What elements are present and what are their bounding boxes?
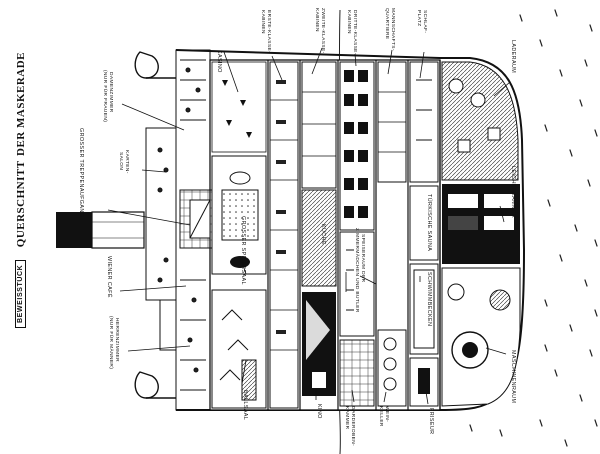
- label-garderobe-2: KAMMER: [344, 406, 350, 430]
- label-mannschaft-2: QUARTIERE: [384, 8, 390, 40]
- label-kasino: KASINO: [216, 50, 222, 73]
- room-turkish-sauna: [409, 185, 439, 261]
- label-ballsaal: BALLSAAL: [242, 390, 248, 420]
- room-crew-quarters: [377, 61, 407, 183]
- label-schlaf-2: PLATZ: [416, 10, 422, 27]
- label-mannschaft-1: MANNSCHAFTS-: [390, 8, 396, 51]
- room-second-class-cabins: [301, 61, 337, 189]
- room-casino: [211, 61, 267, 153]
- room-cargo-hold: [441, 61, 519, 181]
- room-cloakroom: [339, 339, 375, 407]
- room-kitchen: [301, 189, 337, 287]
- label-friseur: FRISEUR: [428, 408, 434, 434]
- label-schwimmbecken: SCHWIMMBECKEN: [426, 272, 432, 326]
- room-swimming-pool: [409, 263, 439, 355]
- label-zweite-klasse-2: KABINEN: [314, 8, 320, 32]
- room-first-class-cabins: [269, 61, 299, 409]
- vent-cowls: [134, 51, 176, 399]
- label-erste-klasse-2: KABINEN: [260, 10, 266, 34]
- label-kartensalon-2: SALON: [118, 152, 124, 170]
- label-wiener-cafe: WIENER CAFÉ: [106, 256, 113, 298]
- room-engine-room: [441, 267, 521, 407]
- water-dashes: [469, 9, 598, 447]
- room-third-class-cabins: [339, 61, 375, 231]
- label-speisesaal: GROSSER SPEISESAAL: [240, 216, 246, 285]
- label-schlaf-1: SCHLAF-: [422, 10, 428, 33]
- room-ballroom: [211, 289, 267, 409]
- label-herrenzimmer-1: HERRENZIMMER: [114, 318, 120, 362]
- label-maschinenraum: MASCHINENRAUM: [510, 350, 516, 404]
- room-morgue: [442, 184, 520, 264]
- label-dritte-klasse-2: KABINEN: [346, 10, 352, 34]
- label-weinkeller-2: KELLER: [378, 406, 384, 427]
- label-leichenkammer: LEICHENKAMMER: [510, 166, 516, 218]
- label-dritte-klasse-1: DRITTE-KLASSE-: [352, 10, 358, 55]
- label-sauna: TÜRKISCHE SAUNA: [426, 194, 433, 251]
- room-cinema: [302, 292, 336, 396]
- room-labels: KASINO ERSTE-KLASSE- KABINEN ZWEITE-KLAS…: [78, 8, 516, 446]
- hull-outline: [175, 49, 526, 411]
- label-laderaum: LADERAUM: [510, 40, 516, 73]
- label-speiseraum-1: SPEISERAUM DER: [360, 234, 366, 283]
- label-damenzimmer-2: (NUR FÜR FRAUEN): [102, 70, 109, 122]
- label-garderobe-1: GARDEROBEN-: [350, 406, 356, 446]
- deck-lines: [267, 60, 441, 410]
- room-wine-cellar: [377, 329, 407, 407]
- label-damenzimmer-1: DAMENZIMMER: [108, 72, 114, 113]
- label-kueche: KÜCHE: [320, 224, 327, 245]
- label-kino: KINO: [316, 404, 322, 419]
- label-kartensalon-1: KARTEN-: [124, 150, 130, 174]
- room-grand-dining-hall: [211, 155, 267, 275]
- label-erste-klasse-1: ERSTE-KLASSE-: [266, 10, 272, 53]
- room-sleeping-space: [409, 61, 439, 183]
- funnel: [56, 211, 145, 249]
- label-zweite-klasse-1: ZWEITE-KLASSE-: [320, 8, 326, 54]
- label-treppe: GROSSER TREPPENAUFGANG: [78, 128, 84, 217]
- leader-lines: [107, 47, 511, 405]
- label-weinkeller-1: WEIN-: [384, 406, 390, 422]
- label-speiseraum-2: ZIMMERMÄDCHEN UND BUTLER: [354, 228, 361, 313]
- room-barber: [409, 357, 439, 407]
- label-herrenzimmer-2: (NUR FÜR MÄNNER): [108, 316, 115, 369]
